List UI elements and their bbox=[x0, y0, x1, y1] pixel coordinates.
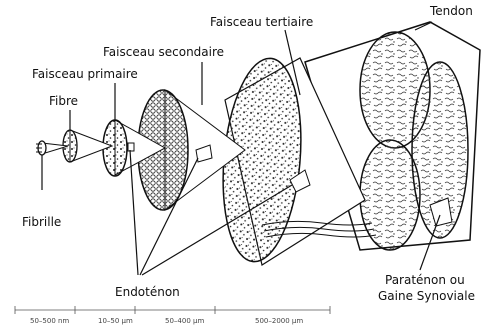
label-paratenon-line1: Paraténon ou bbox=[385, 273, 465, 287]
scale-label-faisceau: 50–400 µm bbox=[165, 317, 204, 325]
label-endotenon: Endoténon bbox=[115, 285, 180, 299]
label-faisceau-tertiaire: Faisceau tertiaire bbox=[210, 15, 313, 29]
scale-bar bbox=[15, 306, 330, 314]
scale-label-fibre: 10–50 µm bbox=[98, 317, 133, 325]
label-faisceau-primaire: Faisceau primaire bbox=[32, 67, 138, 81]
label-faisceau-secondaire: Faisceau secondaire bbox=[103, 45, 224, 59]
label-tendon: Tendon bbox=[430, 4, 473, 18]
scale-label-fibrille: 50–500 nm bbox=[30, 317, 69, 325]
label-fibrille: Fibrille bbox=[22, 215, 61, 229]
leader-endotenon-1 bbox=[130, 150, 138, 275]
label-paratenon-line2: Gaine Synoviale bbox=[378, 289, 475, 303]
label-fibre: Fibre bbox=[49, 94, 78, 108]
scale-label-tendon: 500–2000 µm bbox=[255, 317, 303, 325]
